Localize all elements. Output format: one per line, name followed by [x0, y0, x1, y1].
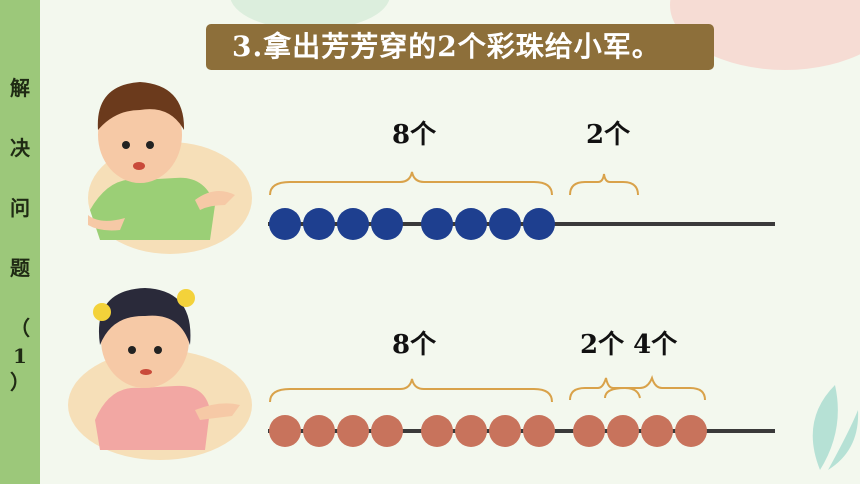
leaf-decoration: [812, 385, 859, 470]
sidebar-char: 决: [10, 136, 30, 160]
sidebar-char: 1: [13, 344, 27, 368]
bead: [675, 415, 707, 447]
bead: [523, 415, 555, 447]
bead: [455, 415, 487, 447]
sidebar-char: 问: [10, 196, 30, 220]
brace-8-row2: [269, 378, 553, 403]
bead: [421, 208, 453, 240]
bead: [421, 415, 453, 447]
bead: [371, 208, 403, 240]
bead: [371, 415, 403, 447]
label-8-row2: 8个: [392, 330, 437, 360]
label-8-row1: 8个: [392, 120, 437, 150]
bead: [303, 415, 335, 447]
bead: [607, 415, 639, 447]
sidebar-char: ）: [10, 370, 30, 394]
sidebar-char: 题: [10, 256, 30, 280]
bead: [337, 415, 369, 447]
brace-4-row2: [604, 374, 706, 401]
bead: [269, 208, 301, 240]
bead: [455, 208, 487, 240]
bead: [489, 415, 521, 447]
page-title: 3.拿出芳芳穿的2个彩珠给小军。: [206, 24, 714, 70]
boy-character: [88, 82, 252, 254]
sidebar: 解 决 问 题 （ 1 ）: [0, 0, 40, 484]
bead-group-brown: [269, 415, 707, 447]
label-2-row1: 2个: [586, 120, 631, 150]
brace-2: [569, 173, 639, 196]
bead: [573, 415, 605, 447]
bead: [523, 208, 555, 240]
bead: [641, 415, 673, 447]
bead: [303, 208, 335, 240]
sidebar-char: （: [10, 316, 30, 340]
girl-character: [68, 288, 252, 460]
bead: [337, 208, 369, 240]
bead: [489, 208, 521, 240]
sidebar-char: 解: [10, 76, 30, 100]
label-2-4-row2: 2个 4个: [580, 330, 678, 360]
brace-8: [269, 171, 553, 196]
bead-group-blue: [269, 208, 555, 240]
bead: [269, 415, 301, 447]
